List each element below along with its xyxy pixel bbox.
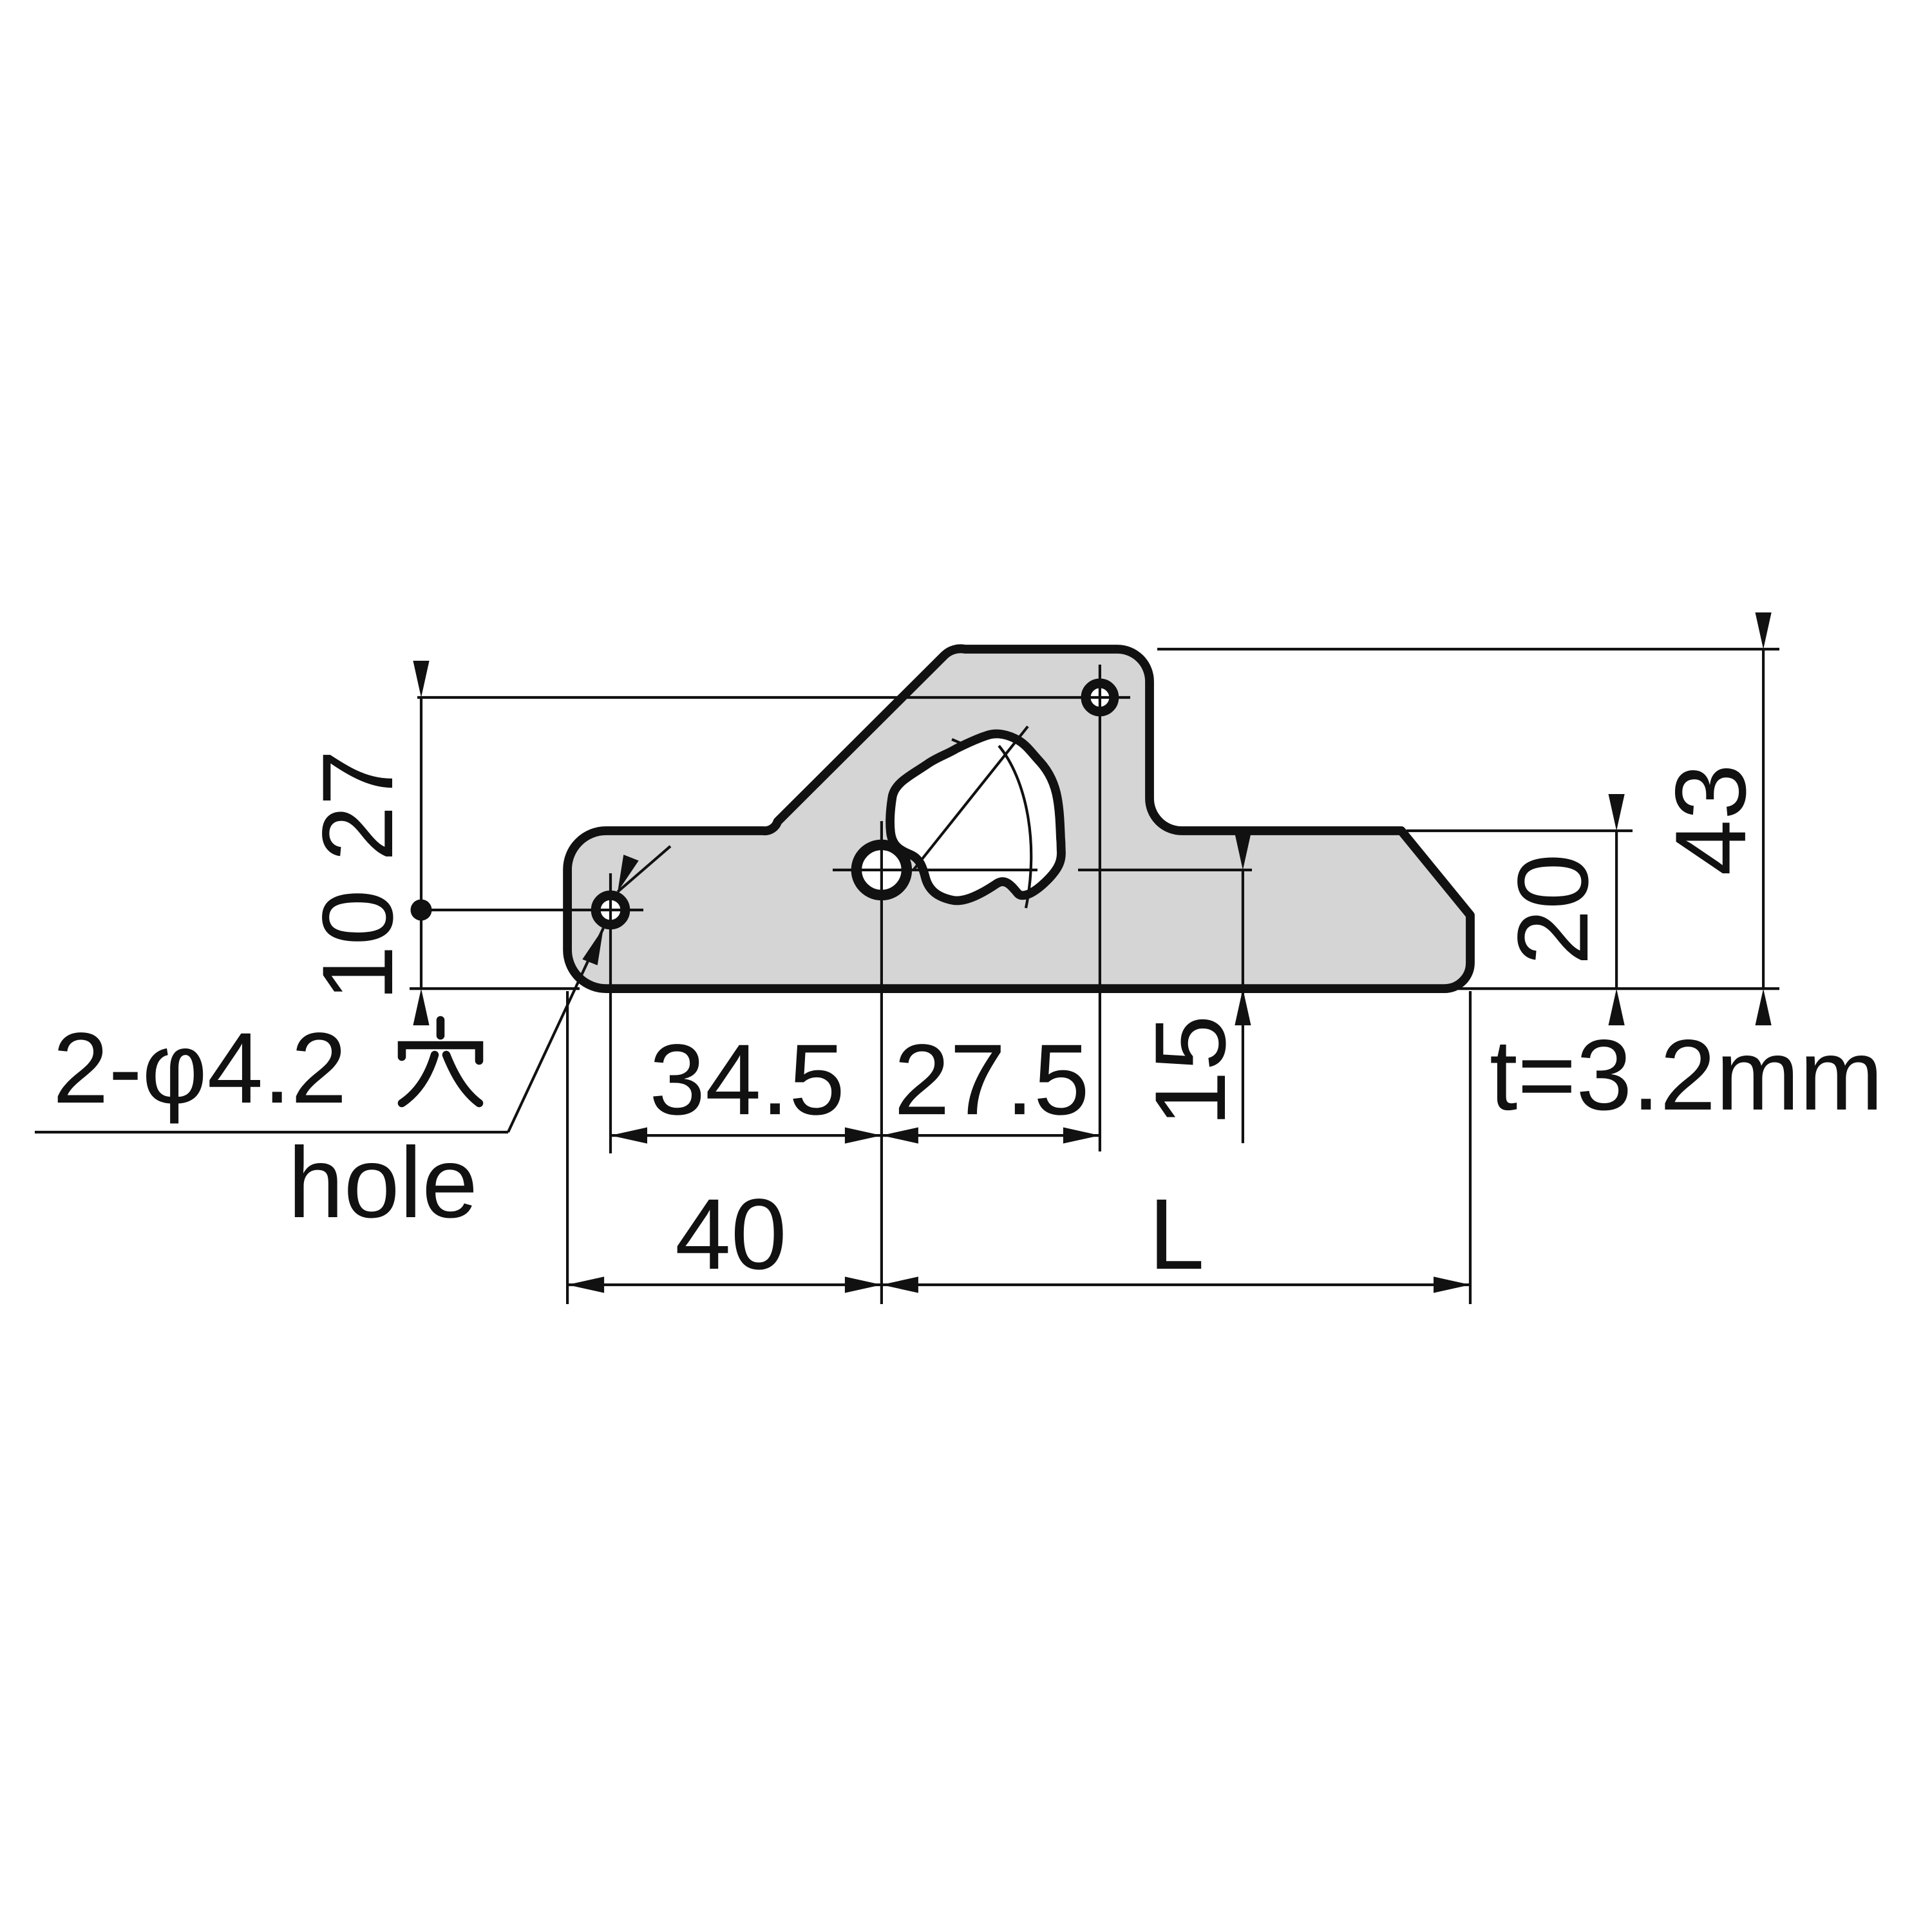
arrow-L-left bbox=[881, 1276, 918, 1293]
dim-40: 40 bbox=[675, 1179, 787, 1291]
thickness-note: t=3.2mm bbox=[1490, 1019, 1883, 1132]
dim-20: 20 bbox=[1497, 853, 1609, 965]
arrow-27-up bbox=[413, 661, 430, 697]
dim-junction-dot bbox=[410, 899, 432, 921]
arrow-34-5-right bbox=[844, 1127, 882, 1144]
dim-10: 10 bbox=[302, 889, 414, 1001]
dim-L: L bbox=[1149, 1179, 1205, 1291]
hole-callout-en: hole bbox=[288, 1127, 478, 1239]
hole-callout-jp: 2-φ4.2 bbox=[53, 1012, 347, 1124]
dim-34-5: 34.5 bbox=[649, 1024, 845, 1136]
leader-arrow-lower bbox=[582, 928, 603, 965]
cutout-tick bbox=[951, 738, 967, 747]
arrow-10-down bbox=[413, 989, 430, 1026]
cutout-arc-line bbox=[998, 744, 1033, 909]
dim-15: 15 bbox=[1135, 1015, 1247, 1127]
kanji-hole-glyph bbox=[397, 1016, 484, 1108]
arrow-20-up bbox=[1608, 794, 1625, 831]
arrow-27-5-right bbox=[1063, 1127, 1100, 1144]
leader-diagonal-upper bbox=[616, 845, 672, 893]
arrow-20-down bbox=[1608, 989, 1625, 1026]
arrow-27-5-left bbox=[881, 1127, 918, 1144]
dim-27-5: 27.5 bbox=[894, 1024, 1090, 1136]
arrow-43-up bbox=[1755, 612, 1772, 649]
arrow-L-right bbox=[1434, 1276, 1470, 1293]
leader-arrow-upper bbox=[618, 855, 639, 892]
cam-cutout bbox=[886, 729, 1066, 905]
arrow-15-up bbox=[1235, 833, 1251, 870]
arrow-15-down bbox=[1235, 989, 1251, 1026]
arrow-40-left bbox=[567, 1276, 605, 1293]
cutout-diagonal-line bbox=[913, 725, 1029, 871]
arrow-43-down bbox=[1755, 989, 1772, 1026]
leader-diagonal-lower bbox=[507, 927, 605, 1133]
arrow-34-5-left bbox=[611, 1127, 647, 1144]
dim-43: 43 bbox=[1655, 764, 1767, 876]
dim-27: 27 bbox=[302, 750, 414, 862]
arrow-40-right bbox=[844, 1276, 882, 1293]
